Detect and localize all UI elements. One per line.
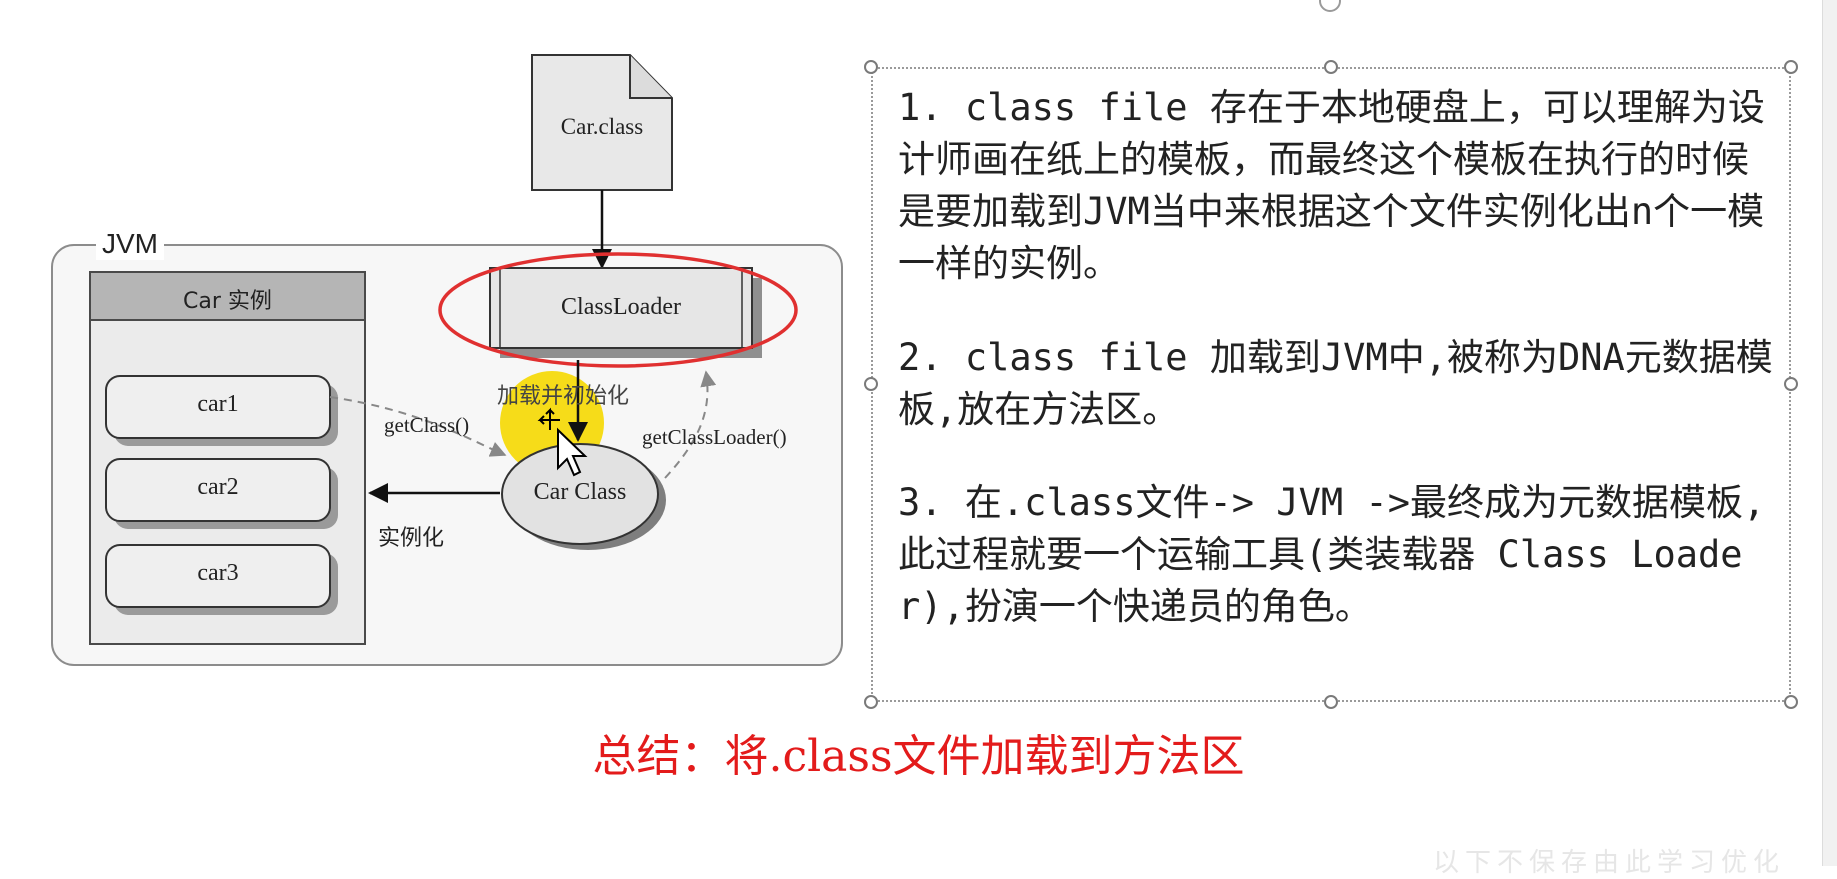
- resize-handle-br[interactable]: [1784, 695, 1798, 709]
- note-paragraph-1: 1. class file 存在于本地硬盘上，可以理解为设计师画在纸上的模板，而…: [898, 86, 1765, 285]
- load-init-label: 加载并初始化: [497, 384, 630, 409]
- class-file-label: Car.class: [560, 114, 644, 139]
- car3-box: [105, 544, 331, 608]
- car-instance-header: Car 实例: [183, 289, 272, 314]
- resize-handle-tl[interactable]: [864, 60, 878, 74]
- car2-box: [105, 458, 331, 522]
- mouse-cursor-icon: [557, 427, 588, 477]
- car2-label: car2: [197, 474, 239, 500]
- get-class-loader-label: getClassLoader(): [642, 425, 787, 449]
- summary-text: 总结：将.class文件加载到方法区: [592, 731, 1245, 782]
- diagram-graphics: [51, 54, 843, 666]
- get-class-loader-arrow: [664, 370, 717, 479]
- resize-handle-bc[interactable]: [1324, 695, 1338, 709]
- car-instance-header-bar: [89, 271, 366, 321]
- car1-label: car1: [197, 391, 239, 417]
- car-class-ellipse: [501, 443, 659, 545]
- vertical-scrollbar[interactable]: [1822, 0, 1837, 866]
- note-paragraph-3: 3. 在.class文件-> JVM ->最终成为元数据模板,此过程就要一个运输…: [898, 481, 1766, 628]
- car-class-label: Car Class: [533, 479, 627, 505]
- car1-box: [105, 375, 331, 439]
- get-class-label: getClass(): [384, 413, 470, 437]
- jvm-label: JVM: [96, 228, 164, 260]
- get-class-arrow: [329, 396, 507, 457]
- instantiate-label: 实例化: [378, 526, 445, 551]
- resize-handle-tr[interactable]: [1784, 60, 1798, 74]
- move-cursor-icon: [537, 407, 560, 430]
- resize-handle-mr[interactable]: [1784, 377, 1798, 391]
- resize-handle-tc[interactable]: [1324, 60, 1338, 74]
- class-loader-box: [489, 267, 753, 349]
- resize-handle-ml[interactable]: [864, 377, 878, 391]
- rotate-handle[interactable]: [1319, 0, 1341, 12]
- note-paragraph-2: 2. class file 加载到JVM中,被称为DNA元数据模板,放在方法区。: [898, 336, 1773, 431]
- class-loader-highlight-ring: [438, 252, 798, 368]
- car3-label: car3: [197, 560, 239, 586]
- class-loader-label: ClassLoader: [561, 294, 681, 320]
- resize-handle-bl[interactable]: [864, 695, 878, 709]
- jvm-classloader-diagram: JVM Car 实例 car1 car2 car3 Car.class Clas…: [0, 0, 860, 700]
- watermark-text: 以下不保存由此学习优化: [1432, 848, 1785, 878]
